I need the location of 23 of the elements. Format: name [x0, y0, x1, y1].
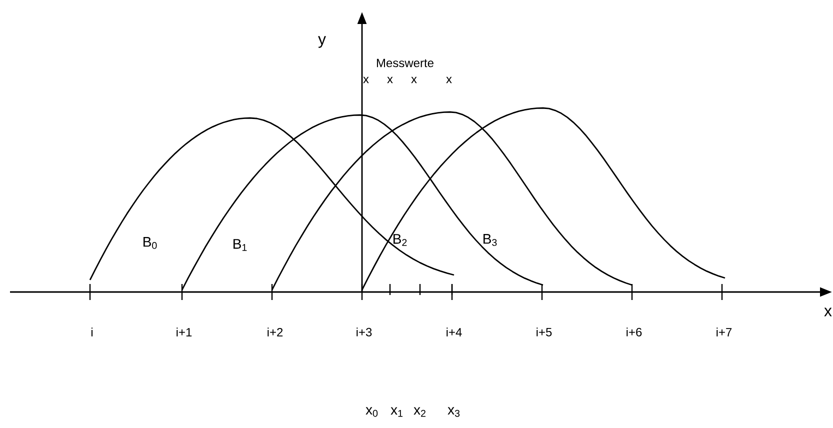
tick-label: i+2	[268, 328, 283, 336]
data-point-mark: x	[411, 76, 417, 84]
tick-label: i+3	[356, 328, 372, 336]
curve-label: B$_{2}$	[394, 234, 407, 246]
tick-label: i+4	[446, 328, 462, 336]
data-point-mark: x	[446, 76, 452, 84]
tick-label: i+1	[176, 328, 192, 336]
data-point-mark: x	[387, 76, 393, 84]
variable-label: x$_{2}$	[414, 407, 426, 417]
tick-label: i+6	[626, 328, 642, 336]
variable-label: x$_{0}$	[366, 407, 378, 417]
axis-label: x	[824, 308, 832, 316]
tick-label: i+5	[536, 328, 552, 336]
curve-label: B$_{3}$	[484, 234, 497, 246]
variable-label: x$_{1}$	[390, 407, 402, 417]
annotation-text: Messwerte	[376, 58, 434, 68]
variable-label: x$_{3}$	[448, 407, 460, 417]
tick-label: i	[91, 328, 93, 336]
tick-label: i+7	[716, 328, 732, 336]
axis-label: y	[318, 36, 326, 48]
curve-label: B$_{0}$	[144, 237, 157, 249]
data-point-mark: x	[363, 76, 369, 84]
curve-label: B$_{1}$	[234, 239, 247, 251]
